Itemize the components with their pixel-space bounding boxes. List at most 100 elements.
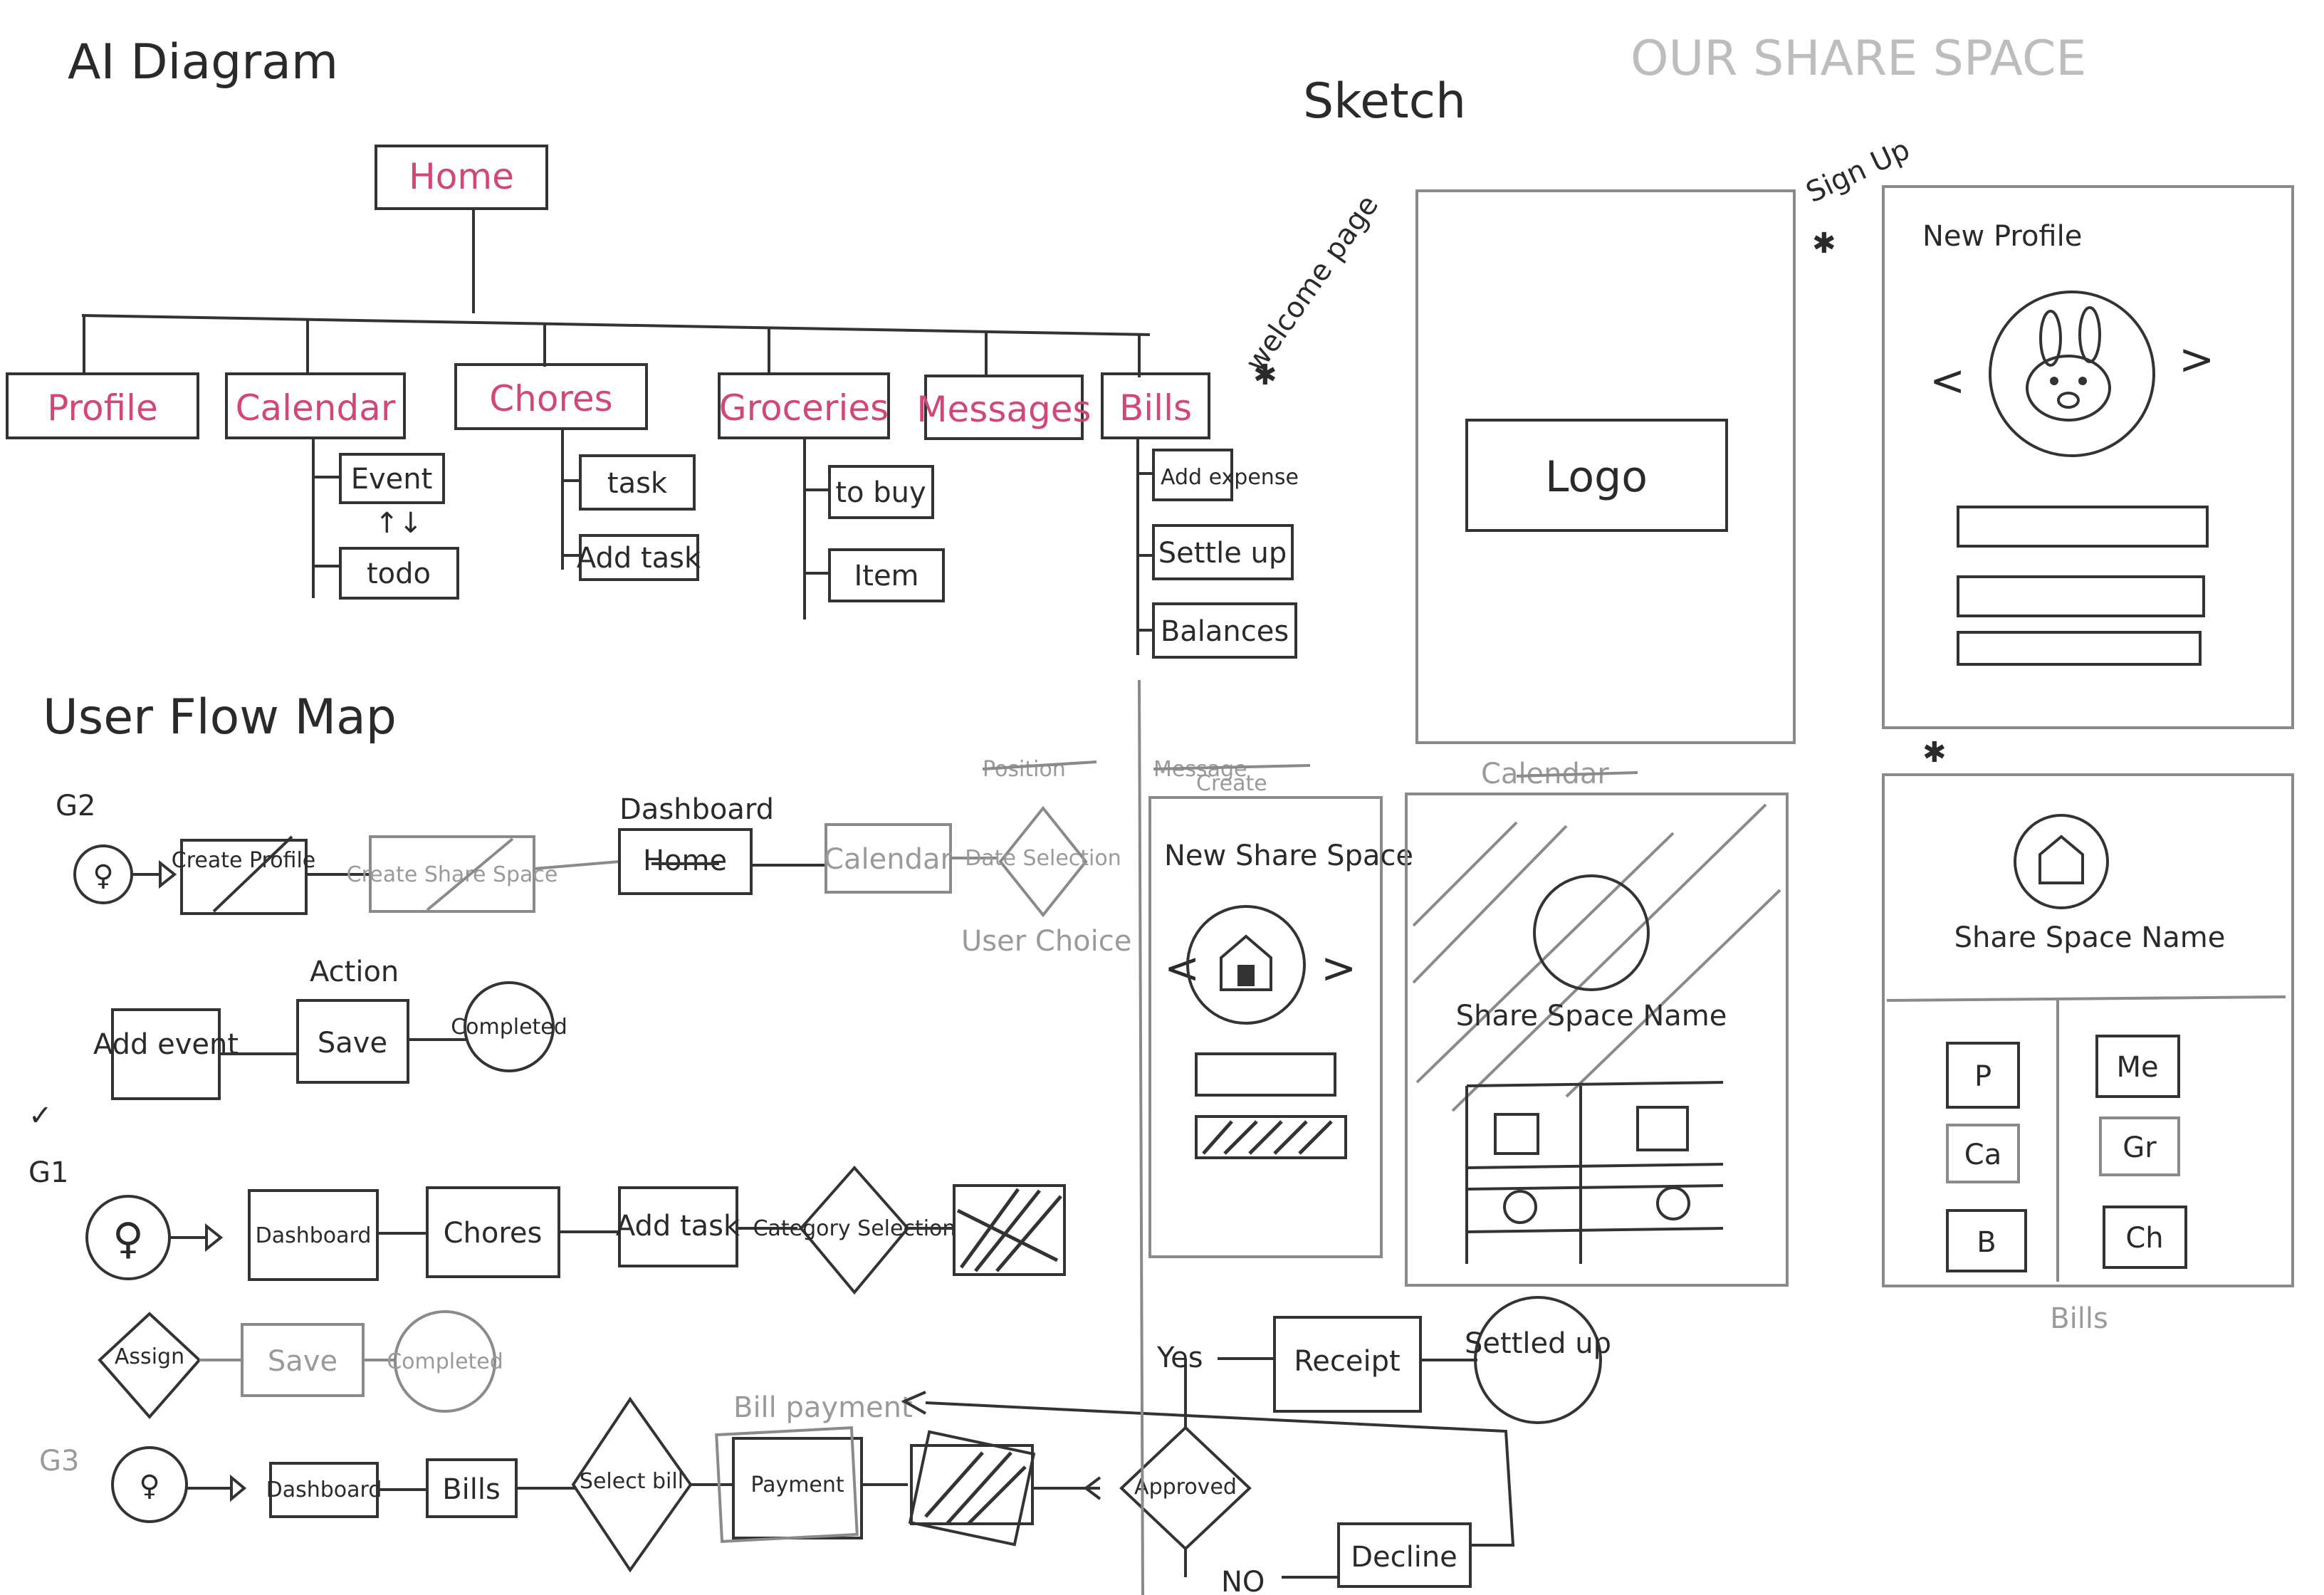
calendar-member-1[interactable] (1494, 1113, 1539, 1155)
nav-groceries-button[interactable] (2099, 1116, 2180, 1176)
site-map-groceries: Groceries (719, 387, 889, 429)
site-map-add-expense: Add expense (1161, 465, 1299, 490)
flow-g2-add-event: Add event (93, 1028, 239, 1061)
sign-up-label: Sign Up (1801, 133, 1915, 209)
flow-g1-assign: Assign (115, 1344, 184, 1369)
svg-text:♀: ♀ (139, 1470, 159, 1502)
flow-g3-user-icon (111, 1446, 188, 1523)
ai-diagram-title: AI Diagram (68, 34, 338, 90)
welcome-page-marker: ✱ (1253, 359, 1277, 392)
svg-text:B: B (1977, 1226, 1996, 1259)
calendar-member-4[interactable] (1656, 1186, 1690, 1220)
nav-bills-button[interactable] (1946, 1209, 2027, 1272)
nav-chores-button[interactable] (2103, 1206, 2187, 1269)
share-space-name-field[interactable] (1195, 1052, 1336, 1097)
profile-field-2[interactable] (1957, 575, 2205, 617)
flow-g2-date-selection: Date Selection (965, 846, 1121, 871)
site-map-chores-box (454, 363, 648, 430)
calendar-phone-frame (1405, 793, 1789, 1287)
flow-g1-dashboard: Dashboard (256, 1223, 372, 1248)
new-profile-phone-frame (1882, 185, 2294, 729)
flow-g2-completed: Completed (451, 1015, 567, 1040)
share-space-image-circle[interactable] (1186, 905, 1306, 1025)
site-map-profile-box (6, 372, 199, 439)
share-space-next-arrow[interactable]: > (1321, 943, 1356, 993)
sign-up-marker: ✱ (1812, 227, 1836, 260)
flow-g3-select-bill: Select bill (580, 1469, 684, 1494)
nav-profile-button[interactable] (1946, 1042, 2020, 1109)
svg-text:Me: Me (2116, 1051, 2158, 1084)
new-share-space-phone-frame (1148, 796, 1383, 1258)
flow-g1-completed: Completed (387, 1349, 503, 1374)
flow-g2-save: Save (318, 1027, 387, 1060)
flow-g3: G3 ♀ Dashboard Bills Select bill Bill pa… (39, 1296, 1611, 1595)
user-flow-map-title: User Flow Map (43, 689, 397, 746)
calendar-space-circle (1533, 874, 1650, 991)
profile-field-1[interactable] (1957, 506, 2209, 548)
site-map-to-buy: to buy (835, 476, 926, 509)
site-map-profile: Profile (47, 387, 157, 429)
our-share-space-title: OUR SHARE SPACE (1631, 31, 2086, 87)
share-space-home-circle (2014, 814, 2109, 909)
share-space-home-phone-frame (1882, 773, 2294, 1287)
nav-messages-button[interactable] (2095, 1035, 2180, 1098)
share-space-prev-arrow[interactable]: < (1164, 943, 1200, 993)
flow-g2-calendar: Calendar (824, 843, 952, 876)
site-map-settle-up: Settle up (1158, 537, 1287, 570)
svg-text:♀: ♀ (93, 859, 113, 892)
calendar-member-2[interactable] (1636, 1106, 1689, 1151)
flow-g1: ✓ G1 ♀ Dashboard Chores Add task Categor… (28, 1099, 1066, 1420)
nav-calendar-button[interactable] (1946, 1124, 2020, 1183)
svg-text:Ca: Ca (1964, 1139, 2001, 1171)
new-profile-next-arrow[interactable]: > (2179, 335, 2214, 385)
svg-text:Ch: Ch (2125, 1222, 2163, 1255)
flow-g2-action-label: Action (310, 956, 399, 988)
flow-g2-dashboard-label: Dashboard (619, 793, 774, 826)
share-space-home-sketch: ✱ Share Space Name P Me Ca Gr B Ch Bills (1882, 736, 2294, 1335)
site-map-home-box (375, 145, 548, 210)
flow-g2-user-choice: User Choice (961, 925, 1131, 958)
site-map-bills: Bills (1119, 387, 1192, 429)
flow-g1-chores: Chores (444, 1217, 543, 1250)
flow-g3-dashboard: Dashboard (266, 1478, 382, 1502)
flow-g1-save: Save (268, 1345, 337, 1378)
logo-text: Logo (1545, 452, 1648, 502)
flow-g3-approved: Approved (1134, 1475, 1237, 1500)
site-map-event-todo-arrows: ↑↓ (375, 507, 422, 540)
welcome-page-label: welcome page (1240, 189, 1386, 378)
new-profile-prev-arrow[interactable]: < (1930, 356, 1965, 406)
flow-g2-create-profile: Create Profile (172, 848, 316, 873)
avatar-circle[interactable] (1989, 291, 2155, 457)
site-map-todo: todo (367, 558, 431, 590)
home-sketch-marker: ✱ (1922, 736, 1947, 769)
flow-g1-label: G1 (28, 1156, 68, 1189)
site-map-event: Event (351, 463, 433, 496)
site-map-balances: Balances (1161, 615, 1289, 648)
flow-g1-add-task: Add task (616, 1210, 740, 1243)
site-map-add-task: Add task (577, 542, 701, 575)
site-map-messages: Messages (916, 389, 1091, 430)
flow-g2-label: G2 (56, 790, 95, 822)
profile-field-3[interactable] (1957, 631, 2202, 666)
flow-g2-home: Home (643, 844, 727, 877)
site-map-calendar-box (225, 372, 406, 439)
flow-g1-check: ✓ (28, 1099, 53, 1132)
site-map-calendar: Calendar (236, 387, 396, 429)
site-map-messages-box (924, 375, 1084, 440)
flow-g2: G2 ♀ Create Profile Create Share Space D… (56, 757, 1131, 1100)
share-space-create-button[interactable] (1195, 1115, 1347, 1159)
new-profile-title: New Profile (1922, 220, 2082, 253)
calendar-sketch: Calendar Share Space Name (1405, 758, 1789, 1287)
site-map-task: task (607, 467, 668, 500)
sketch-title: Sketch (1303, 73, 1466, 130)
site-map-home: Home (409, 156, 514, 197)
bunny-avatar-icon (2026, 306, 2111, 422)
site-map-bills-box (1101, 372, 1210, 439)
flow-g2-create-share-space: Create Share Space (347, 862, 558, 887)
logo-box (1465, 419, 1728, 532)
bills-caption: Bills (2050, 1302, 2108, 1335)
new-share-space-title: New Share Space (1164, 840, 1413, 872)
calendar-member-3[interactable] (1503, 1190, 1537, 1224)
flow-g3-receipt: Receipt (1294, 1345, 1400, 1378)
